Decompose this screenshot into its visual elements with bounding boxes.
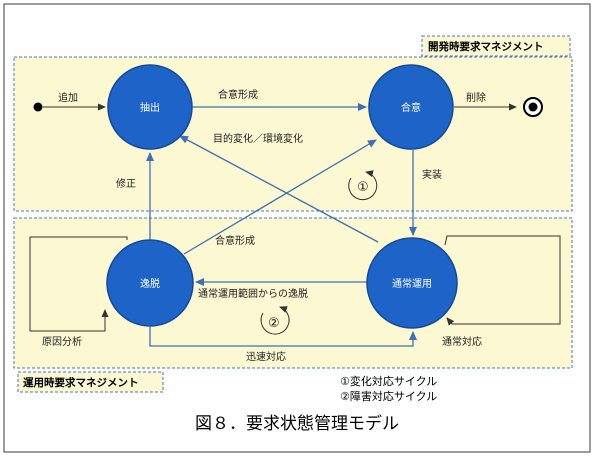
label-add: 追加 <box>58 91 78 104</box>
node-deviate: 逸脱 <box>106 239 194 327</box>
dev-management-title-box <box>421 35 571 57</box>
cycle-two-marker: ② <box>260 306 290 335</box>
ops-management-frame <box>13 217 573 369</box>
label-form-agreement-top: 合意形成 <box>218 88 258 101</box>
figure-caption: 図８．要求状態管理モデル <box>195 413 399 434</box>
edge-goal-change <box>179 135 379 243</box>
label-normal-response: 通常対応 <box>442 335 482 348</box>
cycle-two-number: ② <box>268 316 280 331</box>
node-operate: 通常運用 <box>366 237 458 329</box>
label-goal-change: 目的変化／環境変化 <box>213 132 303 145</box>
cycle-one-marker: ① <box>348 170 378 201</box>
ops-management-title-box <box>17 371 164 393</box>
edge-form-agreement-mid <box>183 139 377 255</box>
label-fix: 修正 <box>116 177 136 190</box>
edge-normal-response <box>444 235 561 326</box>
cycle-one-number: ① <box>357 180 369 195</box>
node-operate-label: 通常運用 <box>392 277 432 290</box>
label-implement: 実装 <box>422 168 442 181</box>
dev-management-frame <box>13 56 573 212</box>
label-quick-response: 迅速対応 <box>246 350 286 363</box>
node-agree-label: 合意 <box>401 101 421 114</box>
legend-line-1: ①変化対応サイクル <box>340 374 437 388</box>
node-deviate-label: 逸脱 <box>140 277 160 290</box>
label-root-cause: 原因分析 <box>42 335 82 348</box>
start-point <box>33 102 43 112</box>
legend-line-2: ②障害対応サイクル <box>340 389 437 403</box>
edge-quick-response <box>149 327 417 347</box>
node-agree: 合意 <box>368 64 454 150</box>
node-extract: 抽出 <box>107 64 193 150</box>
node-extract-label: 抽出 <box>140 101 160 114</box>
label-out-of-range: 通常運用範囲からの逸脱 <box>198 287 308 300</box>
label-delete: 削除 <box>466 91 486 104</box>
label-form-agreement-mid: 合意形成 <box>215 234 255 247</box>
dev-management-title: 開発時要求マネジメント <box>428 40 544 53</box>
end-point-inner <box>528 102 538 112</box>
edge-root-cause <box>29 236 128 332</box>
page-border <box>3 3 591 453</box>
ops-management-title: 運用時要求マネジメント <box>23 376 139 389</box>
